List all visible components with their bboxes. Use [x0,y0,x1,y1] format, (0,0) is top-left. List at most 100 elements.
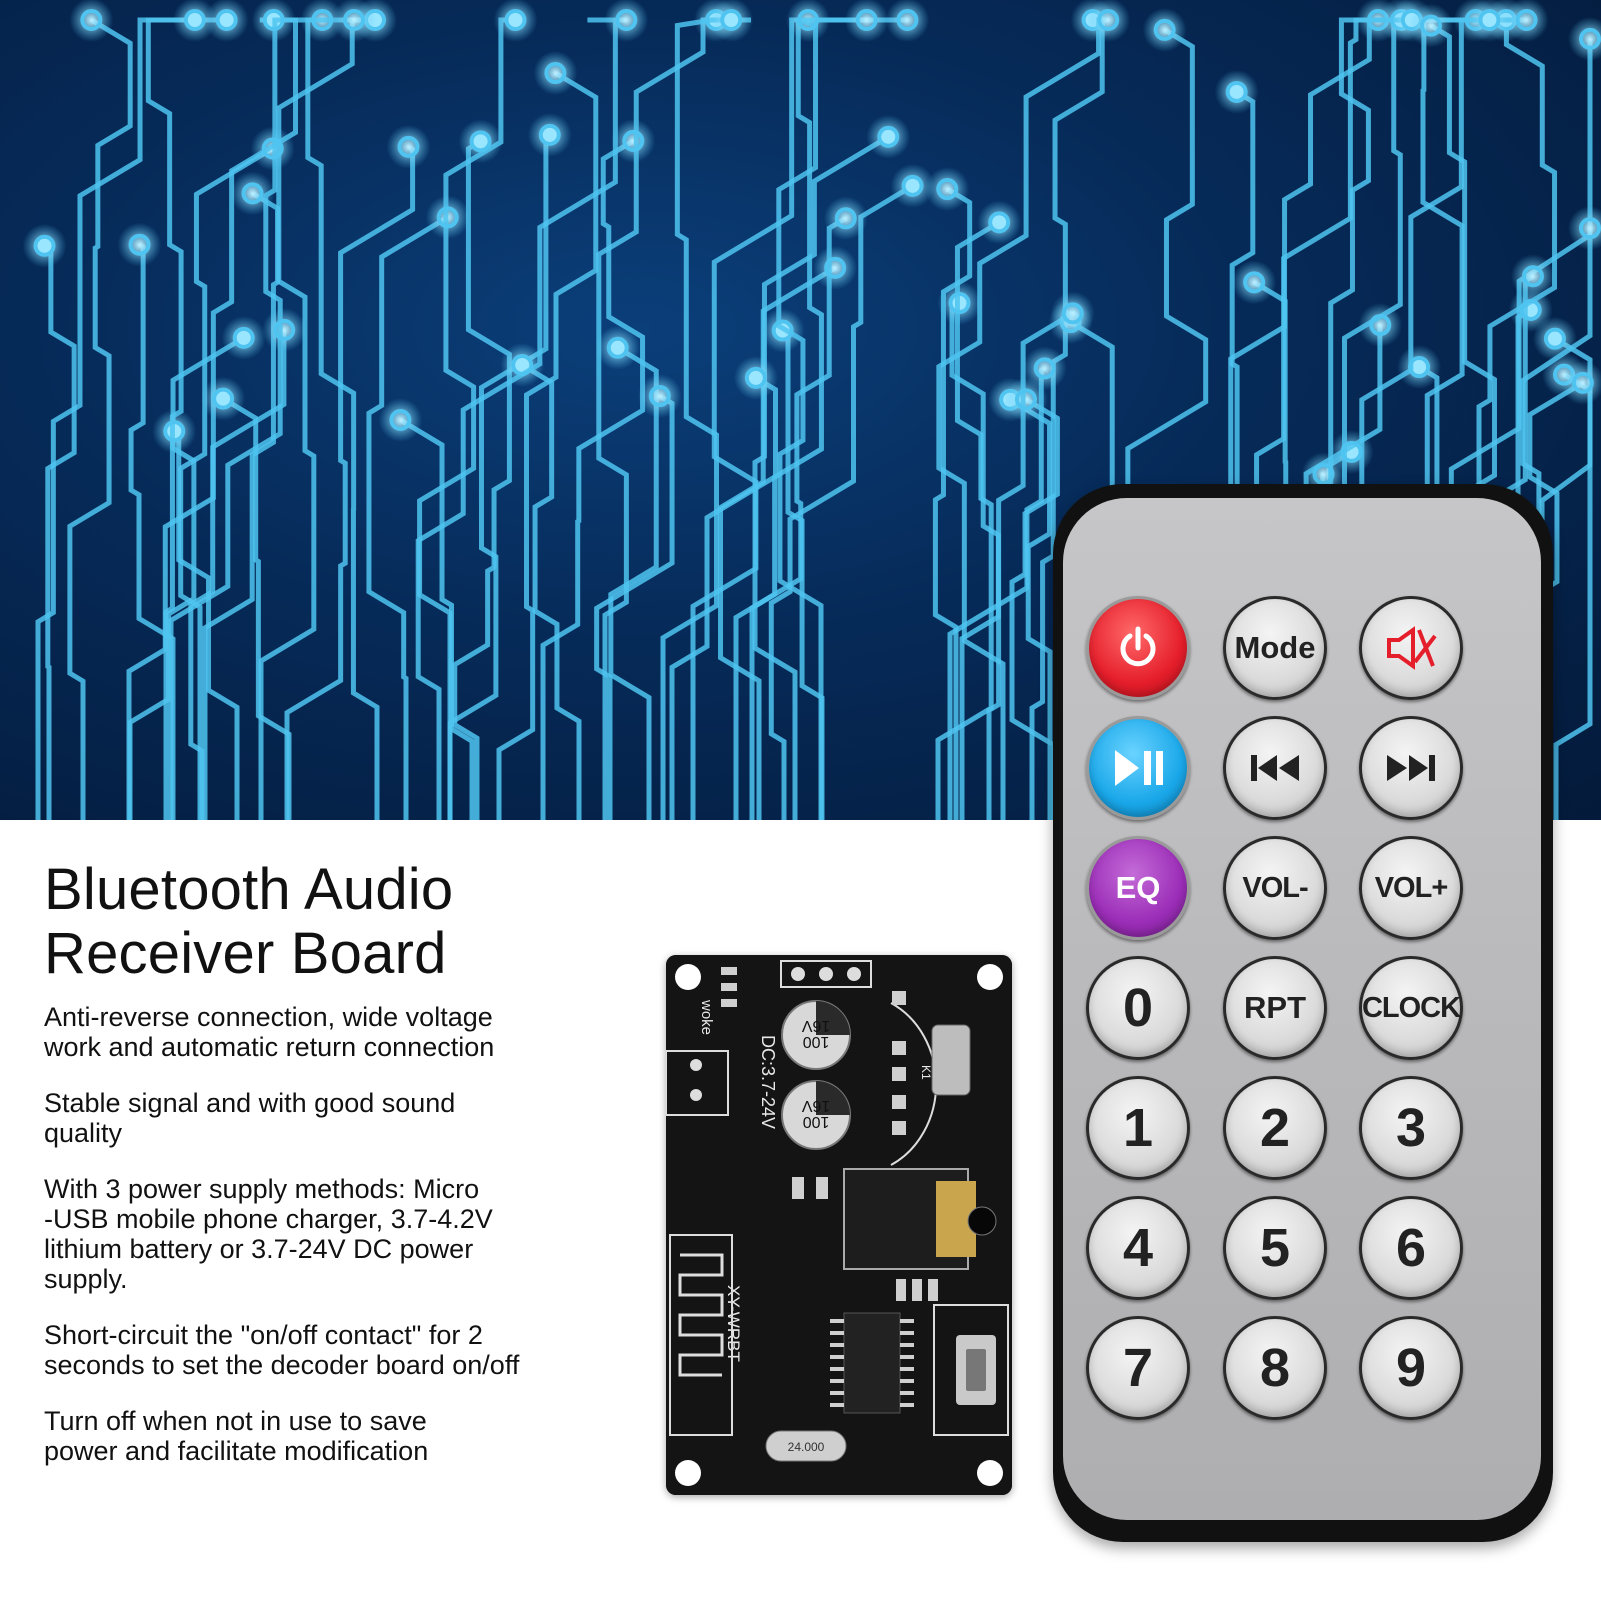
digit-3-button[interactable]: 3 [1359,1076,1463,1180]
woke-label: woke [698,999,715,1035]
trace-node [544,62,567,85]
trace-glow [813,245,858,290]
circuit-trace [127,335,246,820]
board-photo: 10016V 10016V DC:3.7-24V woke XY-WRBT K1 [666,955,1012,1495]
circuit-trace [399,417,475,820]
play-pause-button[interactable] [1086,716,1190,820]
volume-down-button[interactable]: VOL- [1223,836,1327,940]
ir-remote-control: Mode EQ VOL- VOL+ 0 RPT CLOCK 1 2 3 4 5 … [1053,484,1553,1542]
circuit-trace [776,17,867,820]
trace-glow [533,51,578,96]
rpt-label: RPT [1244,990,1306,1025]
vol-down-label: VOL- [1242,871,1308,904]
repeat-button[interactable]: RPT [1223,956,1327,1060]
trace-glow [1142,7,1187,52]
circuit-trace [305,17,380,820]
feature-on-off-contact: Short-circuit the "on/off contact" for 2… [44,1320,520,1380]
mode-button-label: Mode [1234,630,1316,665]
mounting-hole [977,964,1003,990]
power-icon [1120,626,1156,667]
circuit-board-banner [0,0,1601,820]
trace-node [128,233,151,256]
mute-button[interactable] [1359,596,1463,700]
trace-glow [637,374,682,419]
trace-glow [844,0,889,42]
crystal-label: 24.000 [788,1440,825,1454]
clock-button[interactable]: CLOCK [1359,956,1463,1060]
trace-node [1243,271,1266,294]
trace-glow [1510,254,1555,299]
volume-up-button[interactable]: VOL+ [1359,836,1463,940]
mode-button[interactable]: Mode [1223,596,1327,700]
circuit-trace [540,138,646,820]
digit-label: 2 [1259,1098,1291,1158]
digit-1-button[interactable]: 1 [1086,1076,1190,1180]
trace-glow [1086,0,1131,42]
trace-node [606,336,629,359]
trace-node [720,9,743,31]
trace-node [901,174,924,197]
capacitor-label: 10016V [801,1017,830,1050]
circuit-trace [936,17,1109,820]
trace-node [1014,388,1037,411]
trace-glow [885,0,930,42]
digit-label: 0 [1122,978,1154,1038]
trace-glow [1560,360,1601,405]
trace-glow [1358,303,1403,348]
trace-glow [386,124,431,169]
trace-node [896,9,919,31]
trace-node [1543,327,1566,350]
bluetooth-receiver-board: 10016V 10016V DC:3.7-24V woke XY-WRBT K1 [666,955,1012,1495]
digit-label: 5 [1259,1218,1291,1278]
digit-label: 7 [1122,1338,1154,1398]
product-title: Bluetooth Audio Receiver Board [44,857,454,986]
feature-signal-quality: Stable signal and with good sound qualit… [44,1088,456,1148]
circuit-trace [168,17,354,820]
circuit-trace [669,375,778,820]
mounting-hole [977,1460,1003,1486]
circuit-trace [188,327,287,820]
trace-node [936,178,959,201]
trace-node [988,211,1011,234]
capacitor-label: 10016V [801,1097,830,1130]
circuit-trace [35,17,195,820]
digit-4-button[interactable]: 4 [1086,1196,1190,1300]
digit-label: 9 [1395,1338,1427,1398]
switch-label: K1 [919,1065,933,1080]
digit-6-button[interactable]: 6 [1359,1196,1463,1300]
trace-node [648,385,671,408]
trace-node [1478,9,1501,31]
mounting-hole [675,1460,701,1486]
trace-node [33,234,56,257]
next-track-button[interactable] [1359,716,1463,820]
trace-node [389,408,412,431]
eq-button[interactable]: EQ [1086,836,1190,940]
digit-0-button[interactable]: 0 [1086,956,1190,1060]
trace-node [241,182,264,205]
digit-9-button[interactable]: 9 [1359,1316,1463,1420]
trace-node [215,9,238,31]
vol-up-label: VOL+ [1374,871,1449,904]
trace-node [538,123,561,146]
previous-track-icon [1251,755,1299,781]
trace-node [1097,9,1120,31]
power-button[interactable] [1086,596,1190,700]
circuit-trace [128,242,176,820]
trace-node [855,9,878,31]
trace-glow [925,167,970,212]
circuit-trace [520,362,582,820]
digit-8-button[interactable]: 8 [1223,1316,1327,1420]
digit-5-button[interactable]: 5 [1223,1196,1327,1300]
capacitor: 10016V [781,1080,851,1150]
digit-label: 3 [1395,1098,1427,1158]
trace-glow [117,222,162,267]
digit-label: 6 [1395,1218,1427,1278]
circuit-trace [608,345,659,820]
circuit-trace [749,216,848,820]
digit-2-button[interactable]: 2 [1223,1076,1327,1180]
trace-node [1153,18,1176,41]
trace-node [273,318,296,341]
digit-7-button[interactable]: 7 [1086,1316,1190,1420]
trace-node [834,207,857,230]
previous-track-button[interactable] [1223,716,1327,820]
